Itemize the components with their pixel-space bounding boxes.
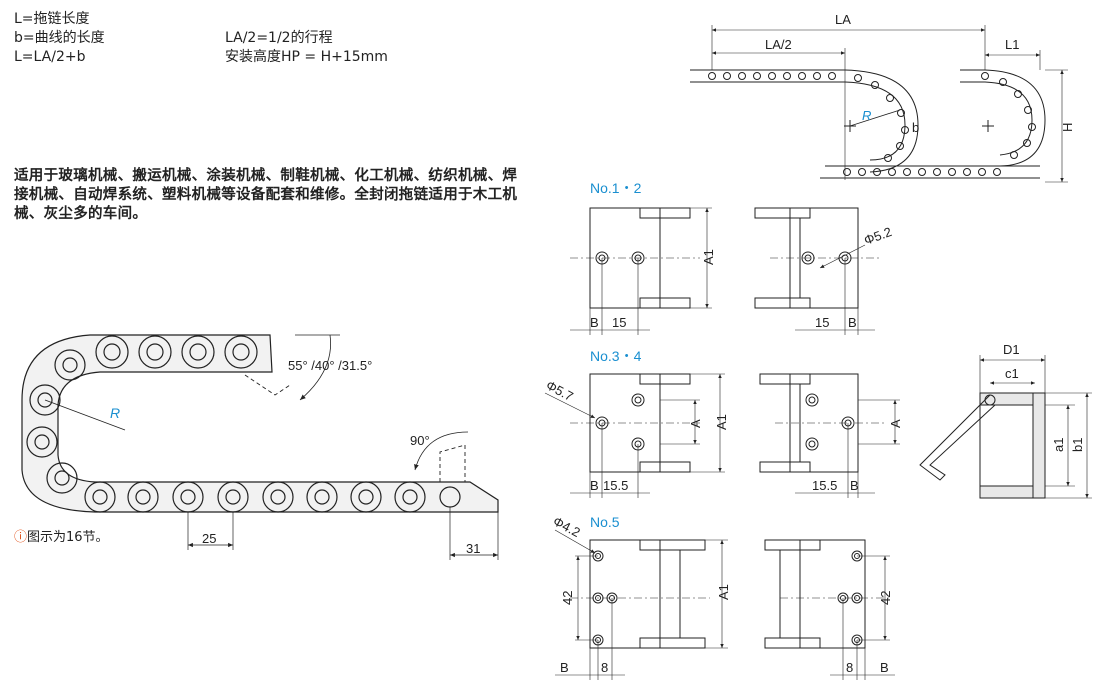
- no5-dim-A1: A1: [716, 584, 731, 600]
- section-no34: No.3・4: [590, 348, 642, 364]
- section-no12: No.1・2: [590, 180, 642, 196]
- note-text: 图示为16节。: [27, 530, 109, 545]
- dim-b1: b1: [1070, 438, 1085, 452]
- radius-label: R: [110, 405, 120, 421]
- no34-dim-A-left: A: [688, 419, 703, 428]
- no34-dim-B-left: B: [590, 478, 599, 493]
- no5-dim-B-left: B: [560, 660, 569, 675]
- no5-left-view: [554, 529, 728, 680]
- no5-dim-42-right: 42: [878, 591, 893, 605]
- layout-curve-links: [854, 74, 909, 162]
- no34-right-view: [759, 373, 900, 498]
- no5-dim-8-right: 8: [846, 660, 853, 675]
- dim-c1: c1: [1005, 366, 1019, 381]
- no34-dim-A-right: A: [888, 419, 903, 428]
- no12-left-view: [570, 207, 712, 335]
- no12-dim-B-left: B: [590, 315, 599, 330]
- no12-dim-B-right: B: [848, 315, 857, 330]
- chain-side-figure: [21, 334, 499, 560]
- layout-figure: [690, 25, 1068, 183]
- def-length: L=拖链长度: [14, 11, 90, 27]
- no34-dim-A1: A1: [714, 414, 729, 430]
- dim-H: H: [1060, 123, 1075, 132]
- def-install-height: 安装高度HP = H+15mm: [225, 49, 388, 65]
- no12-dim-15-right: 15: [815, 315, 829, 330]
- angle-90-label: 90°: [410, 433, 430, 448]
- layout-top-run: [690, 69, 845, 83]
- dim-L1: L1: [1005, 37, 1019, 52]
- no34-left-view: [544, 373, 725, 498]
- dim-LA: LA: [835, 12, 851, 27]
- dim-LA-half: LA/2: [765, 37, 792, 52]
- end-length-label: 31: [466, 541, 480, 556]
- no12-right-view: [754, 207, 880, 335]
- figure-note: ⓘ图示为16节。: [14, 526, 109, 545]
- layout-right-links: [981, 72, 1036, 159]
- layout-bottom-links: [843, 168, 1001, 176]
- no5-dim-B-right: B: [880, 660, 889, 675]
- no5-dim-42-left: 42: [560, 591, 575, 605]
- def-curve-length: b=曲线的长度: [14, 30, 105, 46]
- no34-dim-155-left: 15.5: [603, 478, 628, 493]
- dim-b: b: [912, 120, 919, 135]
- section-no5: No.5: [590, 514, 620, 530]
- no12-dim-d52: Φ5.2: [862, 224, 894, 248]
- no12-dim-A1: A1: [701, 249, 716, 265]
- dim-D1: D1: [1003, 342, 1020, 357]
- chain-links-top: [95, 335, 258, 369]
- def-travel: LA/2=1/2的行程: [225, 30, 333, 46]
- angle-label: 55° /40° /31.5°: [288, 358, 372, 373]
- no34-dim-B-right: B: [850, 478, 859, 493]
- dim-R: R: [862, 108, 871, 123]
- no34-dim-155-right: 15.5: [812, 478, 837, 493]
- no5-dim-d42: Φ4.2: [551, 513, 583, 540]
- no5-dim-8-left: 8: [601, 660, 608, 675]
- def-formula: L=LA/2+b: [14, 49, 86, 65]
- no12-dim-15-left: 15: [612, 315, 626, 330]
- cross-section-view: [919, 355, 1092, 499]
- pitch-label: 25: [202, 531, 216, 546]
- info-icon: ⓘ: [14, 530, 28, 545]
- chain-links-curve: [26, 349, 86, 494]
- application-description: 适用于玻璃机械、搬运机械、涂装机械、制鞋机械、化工机械、纺织机械、焊接机械、自动…: [14, 168, 518, 222]
- dim-a1: a1: [1051, 438, 1066, 452]
- no5-right-view: [764, 539, 895, 680]
